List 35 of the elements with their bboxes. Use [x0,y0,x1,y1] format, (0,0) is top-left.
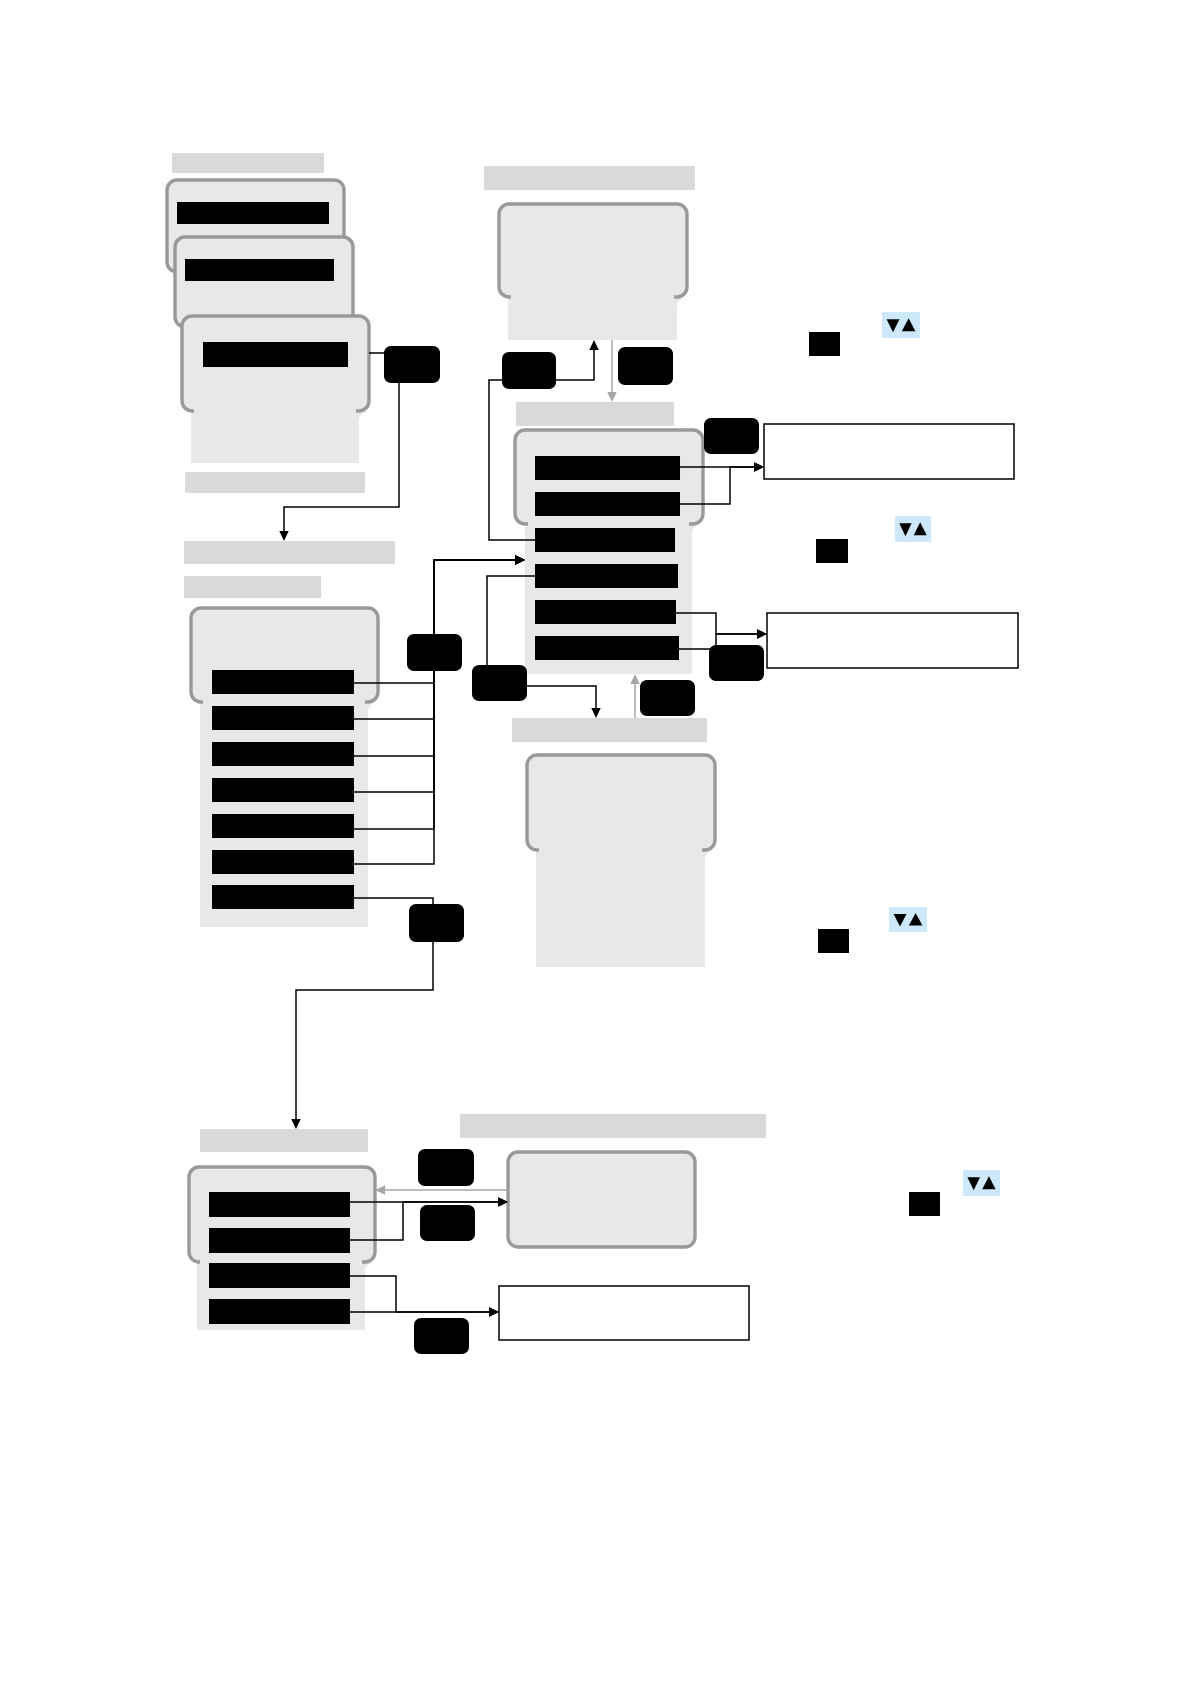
title-bar [484,166,695,190]
item-bar [212,670,354,694]
item-bar [535,492,680,516]
item-bar [212,706,354,730]
screen-panel [497,202,689,340]
item-bar [535,636,679,660]
item-bar [185,259,334,281]
item-bar [535,600,676,624]
info-box [766,612,1019,669]
title-bar [184,541,395,564]
title-bar [185,472,365,493]
title-bar [200,1129,368,1152]
title-bar [516,402,674,426]
screen-panel [525,753,717,967]
screen-panel [506,1150,697,1249]
item-bar [212,778,354,802]
title-bar [184,576,321,598]
item-bar [209,1299,350,1324]
item-bar [209,1228,350,1253]
info-box [498,1285,750,1341]
item-bar [209,1192,350,1217]
info-box [763,423,1015,480]
title-bar [460,1114,766,1138]
title-bar [172,153,324,173]
item-bar [203,342,348,367]
item-bar [212,814,354,838]
item-bar [212,742,354,766]
item-bar [212,850,354,874]
item-bar [535,528,675,552]
item-bar [209,1263,350,1288]
item-bar [212,885,354,909]
item-bar [535,564,678,588]
item-bar [535,456,680,480]
title-bar [512,718,707,742]
item-bar [177,202,329,224]
